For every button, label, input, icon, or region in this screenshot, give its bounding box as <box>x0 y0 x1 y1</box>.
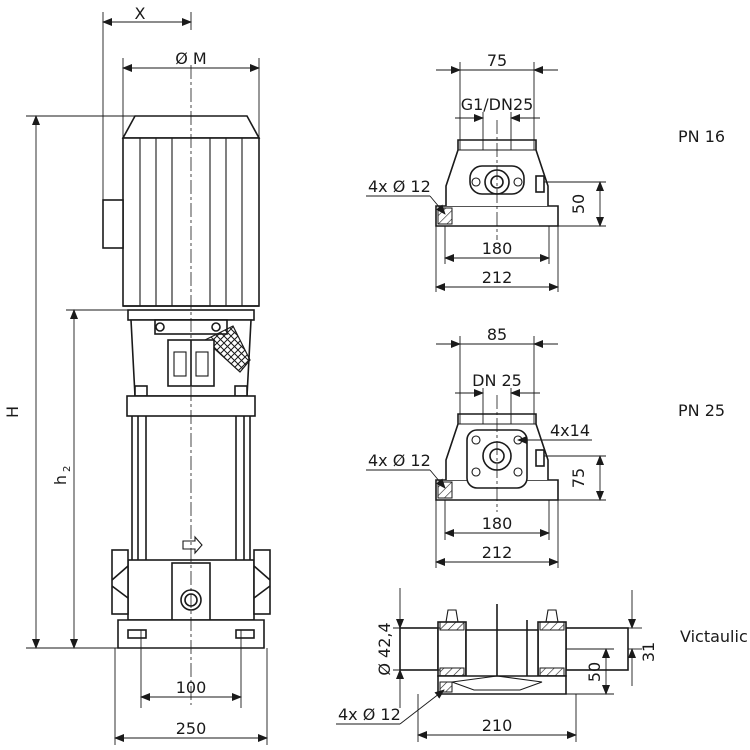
pn16-label-212: 212 <box>482 268 513 287</box>
pn25-label-75: 75 <box>569 468 588 488</box>
label-m: Ø M <box>175 49 206 68</box>
victaulic-label-210: 210 <box>482 716 513 735</box>
pn25-title: PN 25 <box>678 401 725 420</box>
pump-side-view: X Ø M H h 2 100 <box>3 4 271 745</box>
victaulic-label-31: 31 <box>639 642 658 662</box>
dim-h2: h 2 <box>51 309 128 649</box>
label-100: 100 <box>176 678 207 697</box>
pn16-label-75: 75 <box>487 51 507 70</box>
pn25-label-bolts: 4x14 <box>550 421 590 440</box>
motor <box>102 115 261 307</box>
label-h: H <box>3 406 22 418</box>
victaulic-view: Ø 42,4 31 50 4x Ø 12 210 Victaulic <box>336 588 748 742</box>
pn25-label-85: 85 <box>487 325 507 344</box>
pn16-title: PN 16 <box>678 127 725 146</box>
dim-h: H <box>3 115 135 649</box>
label-h2: h <box>51 475 70 485</box>
pn16-label-holes: 4x Ø 12 <box>368 177 431 196</box>
dim-m: Ø M <box>122 49 260 138</box>
victaulic-label-50: 50 <box>585 662 604 682</box>
pn25-label-holes: 4x Ø 12 <box>368 451 431 470</box>
label-250: 250 <box>176 719 207 738</box>
pn16-label-50: 50 <box>569 194 588 214</box>
pn16-label-port: G1/DN25 <box>461 95 534 114</box>
pn25-label-port: DN 25 <box>472 371 522 390</box>
dim-250: 250 <box>114 648 268 745</box>
victaulic-label-holes: 4x Ø 12 <box>338 705 401 724</box>
label-x: X <box>135 4 146 23</box>
dim-100: 100 <box>140 630 242 708</box>
stage-casing <box>131 416 251 565</box>
pn16-label-180: 180 <box>482 239 513 258</box>
label-h2-subscript: 2 <box>62 466 73 472</box>
pn25-label-212: 212 <box>482 543 513 562</box>
pn16-view: 75 G1/DN25 4x Ø 12 50 180 212 PN 16 <box>366 51 725 292</box>
victaulic-label-dia: Ø 42,4 <box>375 622 394 675</box>
victaulic-title: Victaulic <box>680 627 748 646</box>
pn25-view: 85 DN 25 4x14 4x Ø 12 75 180 212 PN 25 <box>366 325 725 568</box>
pn25-label-180: 180 <box>482 514 513 533</box>
dim-x: X <box>102 4 192 200</box>
